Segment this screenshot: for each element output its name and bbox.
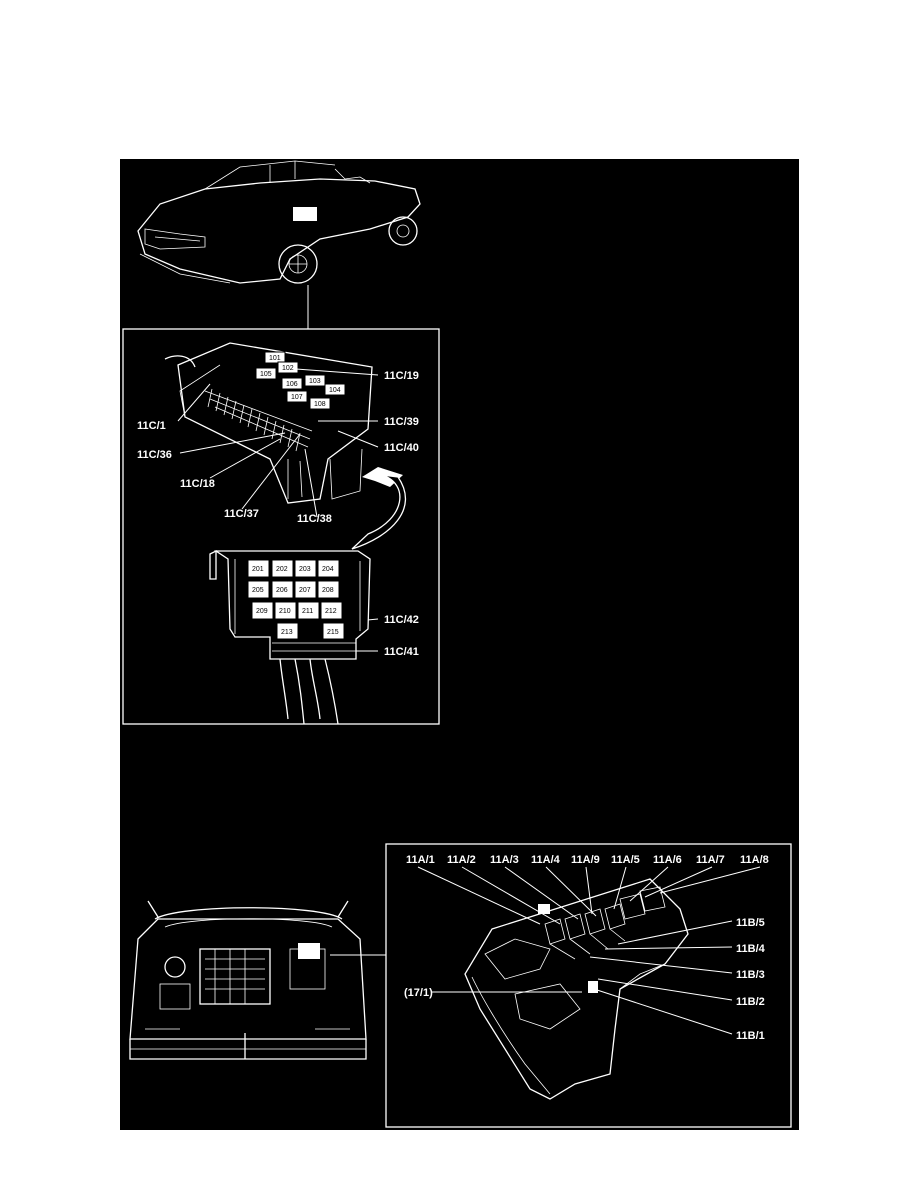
- lower-fuse-grid: 201 202 203 204 205 206 207 208 209 210 …: [247, 559, 345, 640]
- engine-bay-illustration: [129, 900, 367, 1060]
- callout-11b-5: 11B/5: [736, 917, 765, 929]
- fuse-213: 213: [281, 629, 293, 636]
- fuse-207: 207: [299, 587, 311, 594]
- fuse-107: 107: [291, 394, 303, 401]
- fuse-103: 103: [309, 378, 321, 385]
- upper-fuse-grid: 101 102 105 106 103 104 107 108: [255, 351, 346, 410]
- callout-11b-4: 11B/4: [736, 943, 766, 955]
- callout-11c-18: 11C/18: [180, 478, 215, 490]
- fuse-101: 101: [269, 355, 281, 362]
- callout-11b-3: 11B/3: [736, 969, 765, 981]
- callout-11a-4: 11A/4: [531, 854, 561, 866]
- callout-11c-38: 11C/38: [297, 513, 332, 525]
- upper-detail-frame: [122, 328, 440, 725]
- callout-11b-1: 11B/1: [736, 1030, 765, 1042]
- callout-11a-9: 11A/9: [571, 854, 600, 866]
- callout-11c-40: 11C/40: [384, 442, 419, 454]
- callout-11a-7: 11A/7: [696, 854, 725, 866]
- callout-11c-37: 11C/37: [224, 508, 259, 520]
- callout-11c-1: 11C/1: [137, 420, 166, 432]
- callout-11a-1: 11A/1: [406, 854, 435, 866]
- fuse-210: 210: [279, 608, 291, 615]
- fuse-205: 205: [252, 587, 264, 594]
- callout-11a-5: 11A/5: [611, 854, 640, 866]
- fuse-215: 215: [327, 629, 339, 636]
- callout-11c-39: 11C/39: [384, 416, 419, 428]
- callout-11c-41: 11C/41: [384, 646, 419, 658]
- callout-11a-8: 11A/8: [740, 854, 769, 866]
- fuse-106: 106: [286, 381, 298, 388]
- fuse-105: 105: [260, 371, 272, 378]
- callout-11c-19: 11C/19: [384, 370, 419, 382]
- engine-relay-box-illustration: [464, 878, 689, 1100]
- lower-detail-frame: [385, 843, 792, 1128]
- fuse-204: 204: [322, 566, 334, 573]
- callout-11a-2: 11A/2: [447, 854, 476, 866]
- upper-callout-leaders: [177, 368, 379, 652]
- fuse-212: 212: [325, 608, 337, 615]
- callout-11b-2: 11B/2: [736, 996, 765, 1008]
- fuse-206: 206: [276, 587, 288, 594]
- callout-11c-36: 11C/36: [137, 449, 172, 461]
- fuse-202: 202: [276, 566, 288, 573]
- diagram-figure: 101 102 105 106 103 104 107 108 11C/19 1…: [120, 159, 799, 1130]
- fuse-209: 209: [256, 608, 268, 615]
- fuse-211: 211: [302, 608, 313, 615]
- fuse-203: 203: [299, 566, 311, 573]
- fuse-102: 102: [282, 365, 294, 372]
- lower-callout-leaders: [417, 866, 761, 1035]
- fuse-104: 104: [329, 387, 341, 394]
- callout-11c-42: 11C/42: [384, 614, 419, 626]
- callout-17-1: (17/1): [404, 987, 433, 999]
- curved-arrow: [351, 467, 406, 550]
- fuse-201: 201: [252, 566, 264, 573]
- fuse-108: 108: [314, 401, 326, 408]
- fuse-208: 208: [322, 587, 334, 594]
- callout-11a-3: 11A/3: [490, 854, 519, 866]
- convertible-car-illustration: [137, 160, 421, 284]
- callout-11a-6: 11A/6: [653, 854, 682, 866]
